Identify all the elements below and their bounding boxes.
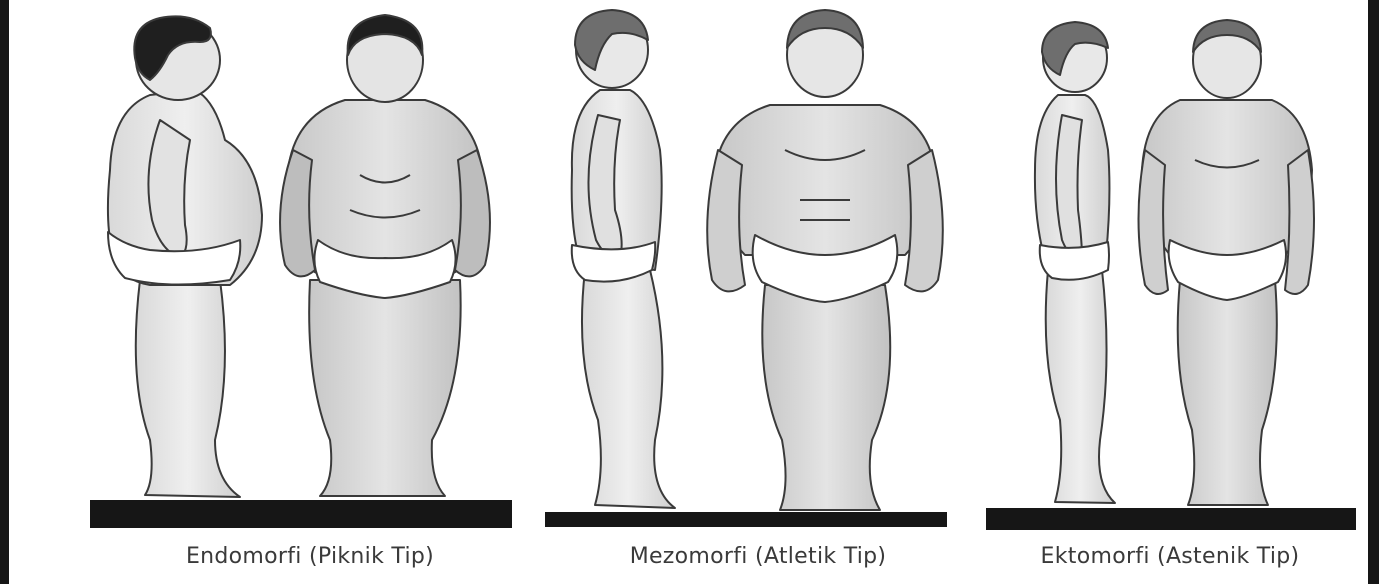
ectomorph-side-figure	[1035, 22, 1115, 503]
endomorph-front-figure	[280, 15, 490, 496]
caption-ectomorph: Ektomorfi (Astenik Tip)	[970, 544, 1370, 569]
floor-mesomorph	[545, 512, 947, 527]
mesomorph-side-figure	[572, 10, 675, 508]
floor-endomorph	[90, 500, 512, 528]
caption-endomorph: Endomorfi (Piknik Tip)	[110, 544, 510, 569]
ectomorph-front-figure	[1139, 20, 1315, 505]
floor-ectomorph	[986, 508, 1356, 530]
endomorph-side-figure	[108, 16, 262, 497]
caption-mesomorph: Mezomorfi (Atletik Tip)	[558, 544, 958, 569]
mesomorph-front-figure	[707, 10, 943, 510]
